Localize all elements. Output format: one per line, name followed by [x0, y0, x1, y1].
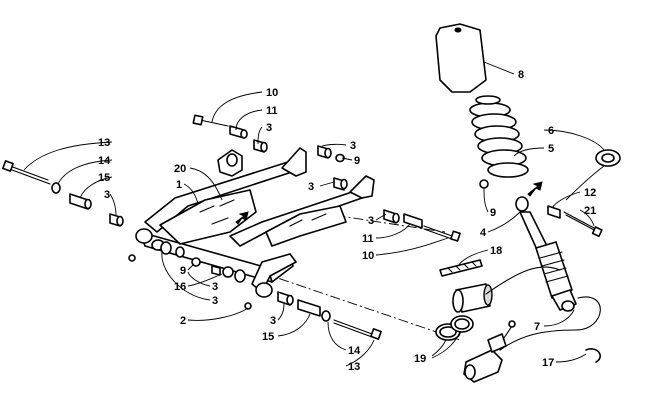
callout-9: 9 [354, 155, 360, 167]
shock-hardware [479, 179, 603, 238]
leader-lines [23, 61, 605, 367]
callout-13: 13 [98, 137, 110, 149]
callout-14: 14 [98, 155, 111, 167]
callout-10: 10 [266, 87, 278, 99]
callout-14: 14 [348, 345, 361, 357]
upper-right-hardware [317, 145, 348, 191]
callout-9: 9 [180, 265, 186, 277]
callout-11: 11 [266, 105, 278, 117]
callout-19: 19 [414, 353, 426, 365]
retaining-ring [585, 348, 601, 363]
swing-arm-frame [135, 147, 375, 298]
valve-assembly [463, 320, 516, 383]
callout-21: 21 [584, 205, 596, 217]
shock-boot [435, 23, 487, 93]
callout-6: 6 [548, 125, 554, 137]
callout-11: 11 [362, 233, 374, 245]
callout-8: 8 [518, 69, 524, 81]
callout-3: 3 [266, 122, 272, 134]
callout-labels: 10 11 3 3 9 3 13 14 15 3 20 1 3 11 10 9 … [98, 69, 596, 373]
callout-1: 1 [176, 179, 182, 191]
callout-13: 13 [348, 361, 360, 373]
callout-3: 3 [212, 281, 218, 293]
callout-9: 9 [490, 207, 496, 219]
decal-strip [439, 259, 483, 277]
callout-10: 10 [362, 250, 374, 262]
spring-seat [595, 149, 621, 167]
axle-centerline [159, 237, 461, 341]
callout-15: 15 [98, 172, 110, 184]
callout-3: 3 [368, 215, 374, 227]
callout-16: 16 [174, 281, 186, 293]
hose-clamps [435, 315, 474, 341]
upper-bolt-set [192, 114, 268, 153]
callout-3: 3 [270, 315, 276, 327]
shock-reservoir [452, 266, 601, 351]
clamp-bracket [217, 149, 243, 177]
callout-3: 3 [212, 295, 218, 307]
callout-18: 18 [490, 245, 502, 257]
arrow-mark-shock [527, 181, 543, 197]
callout-4: 4 [480, 227, 487, 239]
lower-left-hardware [128, 241, 252, 310]
callout-15: 15 [262, 331, 274, 343]
callout-20: 20 [174, 163, 186, 175]
lower-right-bolt-set [277, 291, 382, 340]
coil-spring [469, 95, 529, 178]
callout-12: 12 [584, 187, 596, 199]
left-bolt-set [2, 160, 124, 227]
callout-5: 5 [548, 143, 554, 155]
callout-7: 7 [534, 321, 540, 333]
shock-body [515, 196, 577, 312]
callout-3: 3 [104, 189, 110, 201]
callout-2: 2 [180, 315, 186, 327]
arrow-mark [235, 211, 249, 225]
right-bolt-set [383, 209, 461, 242]
callout-3: 3 [350, 140, 356, 152]
callout-3: 3 [308, 181, 314, 193]
callout-17: 17 [542, 357, 554, 369]
